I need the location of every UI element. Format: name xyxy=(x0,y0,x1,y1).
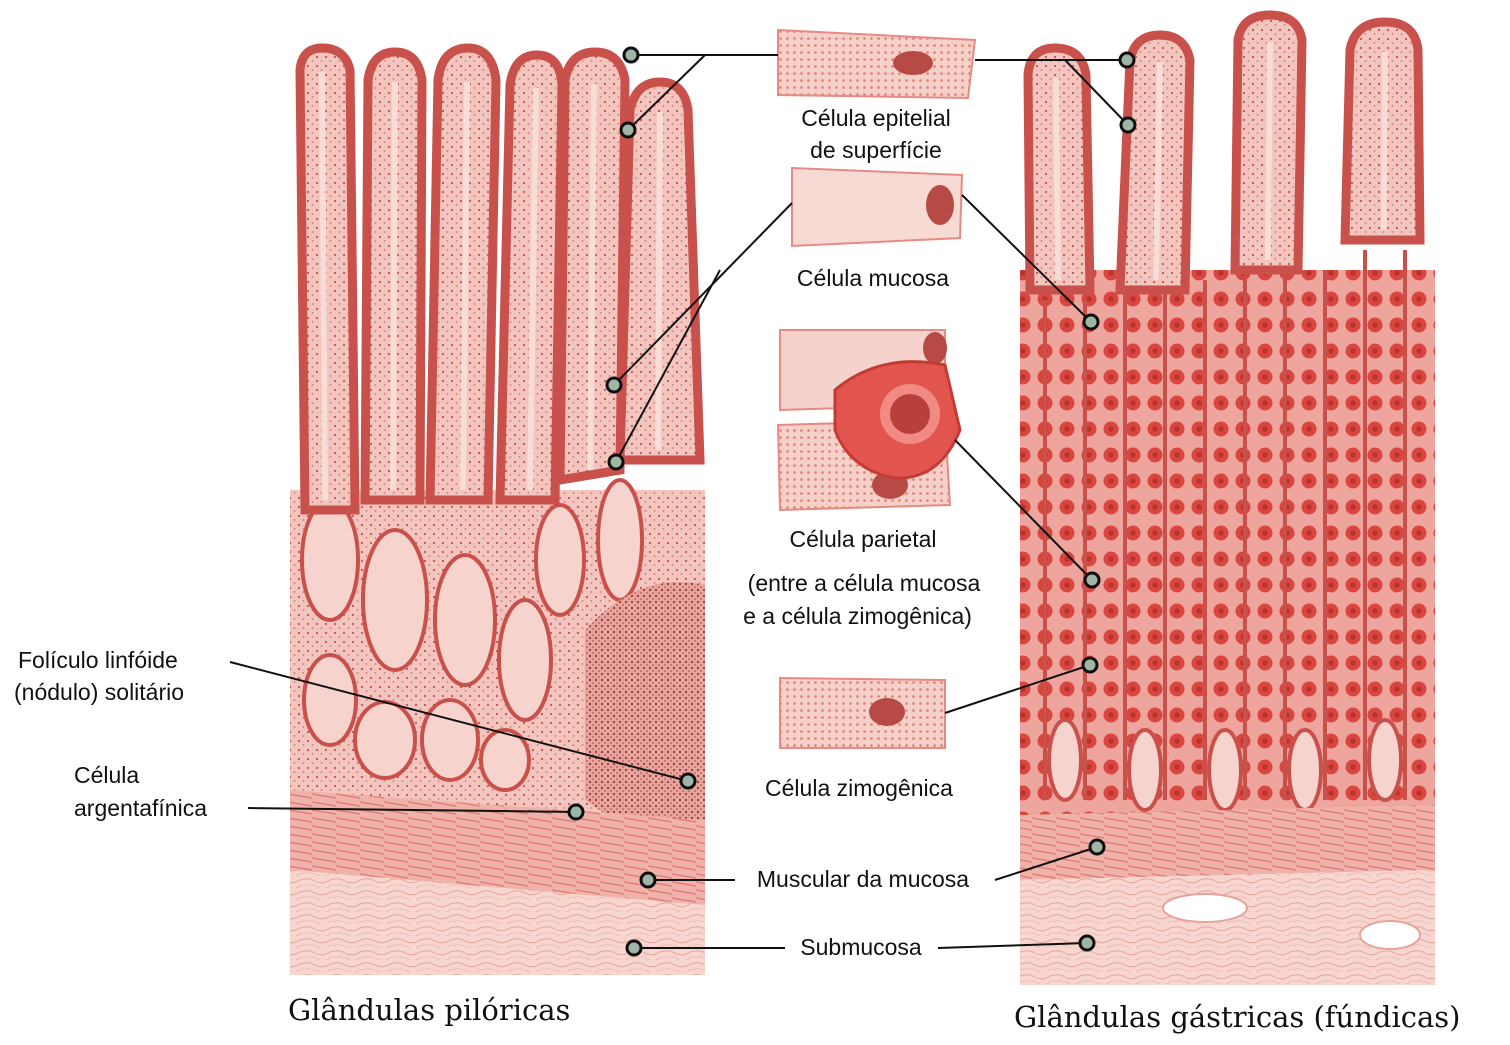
caption-fundic-glands: Glândulas gástricas (fúndicas) xyxy=(1014,1000,1460,1034)
label-submucosa: Submucosa xyxy=(780,932,942,963)
pyloric-panel xyxy=(290,48,705,975)
label-parietal-note-line1: (entre a célula mucosa xyxy=(715,568,1013,599)
label-lymphoid-follicle-line2: (nódulo) solitário xyxy=(14,677,184,708)
label-muscularis-mucosae: Muscular da mucosa xyxy=(728,864,998,895)
label-argentaffin-line2: argentafínica xyxy=(74,793,207,824)
zymogenic-cell xyxy=(780,678,945,748)
label-lymphoid-follicle-line1: Folículo linfóide xyxy=(18,645,178,676)
parietal-cell-group xyxy=(778,330,960,510)
caption-pyloric-glands: Glândulas pilóricas xyxy=(288,993,570,1027)
surface-epithelial-cell xyxy=(778,30,975,98)
label-parietal-note-line2: e a célula zimogênica) xyxy=(715,601,1000,632)
label-zymogenic-cell: Célula zimogênica xyxy=(740,773,978,804)
label-surface-epithelial-line2: de superfície xyxy=(778,135,974,166)
label-mucous-cell: Célula mucosa xyxy=(770,263,976,294)
label-surface-epithelial-line1: Célula epitelial xyxy=(778,103,974,134)
label-argentaffin-line1: Célula xyxy=(74,760,139,791)
mucous-cell xyxy=(792,168,962,246)
fundic-panel xyxy=(1020,15,1435,985)
label-parietal-cell: Célula parietal xyxy=(760,524,966,555)
